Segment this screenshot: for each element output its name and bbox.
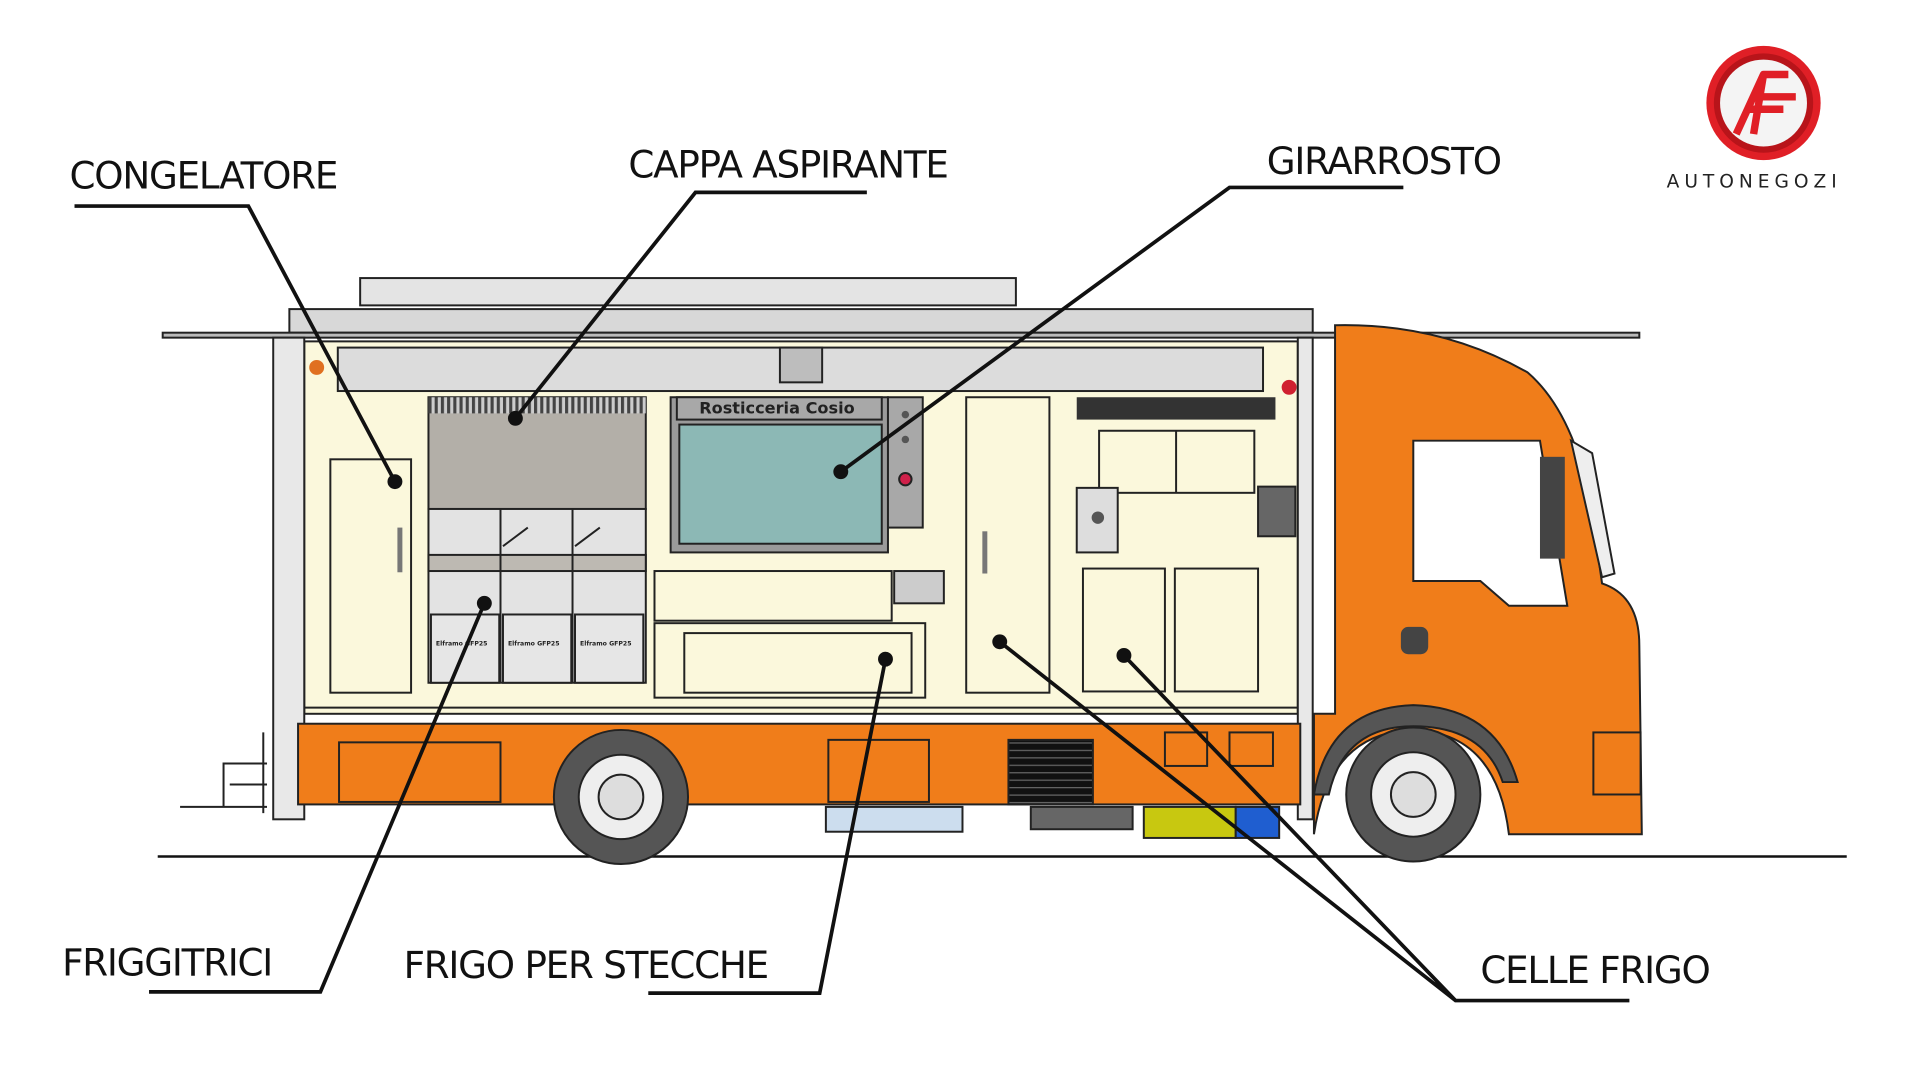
side-step — [824, 805, 964, 833]
fryers: Elframo GFP25 Elframo GFP25 Elframo GFP2… — [427, 507, 647, 684]
hood — [427, 396, 647, 510]
autonegozi-logo: AUTONEGOZI — [1667, 45, 1842, 192]
label-freezer: CONGELATORE — [70, 154, 338, 198]
label-skewer-fridge: FRIGO PER STECCHE — [404, 943, 768, 987]
mirror — [1539, 456, 1565, 559]
freezer-door — [329, 458, 413, 694]
rotisserie: Rosticceria Cosio — [669, 396, 924, 554]
label-fryers: FRIGGITRICI — [62, 941, 272, 985]
awning-bar — [288, 308, 1314, 334]
cold-room-left — [1081, 567, 1166, 693]
callout-skewer-fridge: FRIGO PER STECCHE — [404, 651, 893, 995]
callout-cold-rooms: CELLE FRIGO — [992, 634, 1711, 1003]
awning-bracket — [778, 346, 824, 384]
cab-window — [1412, 439, 1569, 607]
shop-sign: Rosticceria Cosio — [699, 398, 855, 417]
hood-grill — [428, 397, 646, 414]
light-right — [1281, 379, 1297, 395]
label-hood: CAPPA ASPIRANTE — [628, 143, 947, 187]
freezer-handle — [397, 527, 403, 573]
control-panel — [886, 396, 924, 529]
cold-room-right — [1173, 567, 1260, 693]
callout-freezer: CONGELATORE — [70, 154, 403, 490]
cold-room-door — [965, 396, 1051, 694]
callout-hood: CAPPA ASPIRANTE — [507, 143, 949, 426]
label-cold-rooms: CELLE FRIGO — [1480, 948, 1709, 992]
label-rotisserie: GIRARROSTO — [1267, 139, 1501, 183]
rear-step — [180, 732, 268, 814]
rear-wheel — [552, 728, 690, 865]
awning-rod — [161, 331, 1641, 339]
extractor — [1076, 397, 1276, 420]
roof-box — [359, 277, 1017, 307]
brand-name: AUTONEGOZI — [1667, 171, 1842, 192]
callout-rotisserie: GIRARROSTO — [833, 139, 1502, 480]
fryer-label: Elframo GFP25 — [508, 641, 560, 648]
callout-fryers: FRIGGITRICI — [62, 595, 492, 994]
counter-drawer — [653, 570, 893, 622]
rotisserie-glass — [678, 423, 883, 545]
wall-box — [1257, 485, 1297, 538]
front-wheel — [1345, 726, 1482, 863]
fender — [1312, 704, 1519, 796]
light-left — [309, 360, 325, 375]
fryer-label: Elframo GFP25 — [580, 641, 632, 648]
right-wall — [1296, 336, 1314, 821]
truck: Elframo GFP25 Elframo GFP25 Elframo GFP2… — [161, 277, 1643, 865]
fryer-label: Elframo GFP25 — [436, 641, 488, 648]
yellow-tank — [1142, 805, 1237, 839]
